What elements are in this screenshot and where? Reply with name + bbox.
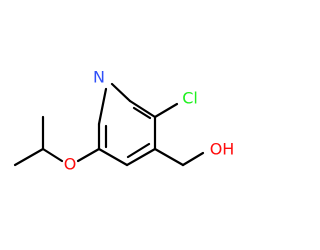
bond-c6-o [76, 147, 101, 163]
bond-ch-ch3-left [13, 147, 45, 167]
hydroxyl-label: OH [210, 140, 235, 159]
structure-canvas: N O Cl OH [13, 68, 235, 174]
bond-ch2-oh [181, 151, 205, 167]
nitrogen-label: N [93, 68, 105, 87]
bond-n-c6-upper [97, 87, 108, 126]
bond-c2-c3 [128, 99, 157, 119]
bond-c3-cl [153, 102, 179, 119]
bond-c4-c5 [125, 147, 157, 167]
bond-c5-c6 [97, 147, 129, 167]
molecule-drawing: N O Cl OH [13, 68, 235, 174]
ether-oxygen-label: O [64, 155, 77, 174]
bond-n-c2 [110, 82, 132, 103]
chlorine-label: Cl [182, 89, 198, 108]
bond-c4-ch2 [153, 147, 185, 167]
bond-o-ch [41, 147, 64, 163]
double-bond-c4-c5-inner [126, 142, 151, 159]
double-bond-c2-c3-inner [132, 106, 152, 120]
